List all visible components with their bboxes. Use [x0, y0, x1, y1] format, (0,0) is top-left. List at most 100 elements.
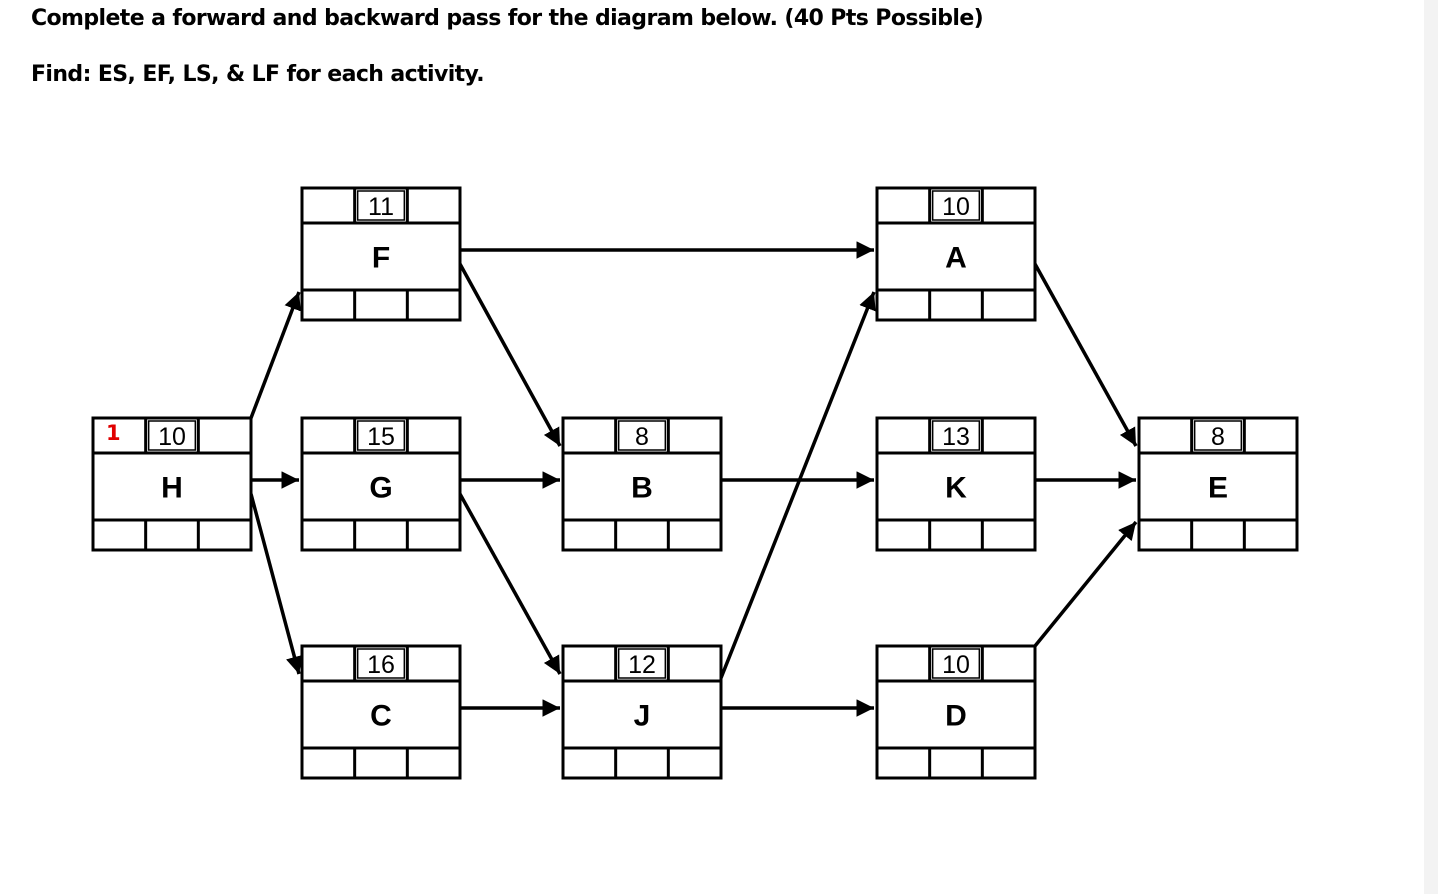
duration-cell [147, 420, 197, 451]
activity-node-d: 10D [875, 644, 1037, 780]
duration-cell [356, 190, 406, 221]
activity-name: F [372, 242, 390, 275]
activity-name: A [945, 242, 967, 275]
instruction-subtitle: Find: ES, EF, LS, & LF for each activity… [31, 62, 485, 87]
ls-slot-g[interactable] [304, 522, 353, 548]
activity-duration: 10 [942, 193, 970, 221]
slack-slot-j[interactable] [618, 750, 667, 776]
ls-slot-d[interactable] [879, 750, 928, 776]
activity-node-k: 13K [875, 416, 1037, 552]
activity-box [875, 186, 1037, 322]
lf-slot-f[interactable] [409, 292, 458, 318]
lf-slot-h[interactable] [200, 522, 249, 548]
activity-duration: 15 [367, 423, 395, 451]
edge-j-to-a [719, 291, 876, 679]
ls-slot-k[interactable] [879, 522, 928, 548]
instruction-title: Complete a forward and backward pass for… [31, 6, 984, 31]
activity-name: G [369, 472, 392, 505]
es-slot-j[interactable] [565, 648, 614, 679]
activity-name: J [634, 700, 651, 733]
edge-h-to-c [249, 493, 303, 675]
activity-node-e: 8E [1137, 416, 1299, 552]
lf-slot-d[interactable] [984, 750, 1033, 776]
slack-slot-f[interactable] [357, 292, 406, 318]
ef-slot-f[interactable] [409, 190, 458, 221]
ls-slot-e[interactable] [1141, 522, 1190, 548]
activity-name: D [945, 700, 967, 733]
ef-slot-e[interactable] [1246, 420, 1295, 451]
edge-f-to-b [458, 263, 562, 447]
ls-slot-a[interactable] [879, 292, 928, 318]
es-slot-g[interactable] [304, 420, 353, 451]
lf-slot-j[interactable] [670, 750, 719, 776]
activity-name: K [945, 472, 967, 505]
ef-slot-g[interactable] [409, 420, 458, 451]
ef-slot-j[interactable] [670, 648, 719, 679]
slack-slot-h[interactable] [148, 522, 197, 548]
activity-box [875, 416, 1037, 552]
activity-duration: 10 [158, 423, 186, 451]
es-slot-d[interactable] [879, 648, 928, 679]
lf-slot-k[interactable] [984, 522, 1033, 548]
activity-node-a: 10A [875, 186, 1037, 322]
ls-slot-c[interactable] [304, 750, 353, 776]
activity-node-h: 10H [91, 416, 253, 552]
activity-name: B [631, 472, 653, 505]
es-slot-c[interactable] [304, 648, 353, 679]
activity-duration: 13 [942, 423, 970, 451]
activity-node-j: 12J [561, 644, 723, 780]
activity-name: H [161, 472, 183, 505]
activity-node-b: 8B [561, 416, 723, 552]
slack-slot-k[interactable] [932, 522, 981, 548]
es-slot-e[interactable] [1141, 420, 1190, 451]
slack-slot-c[interactable] [357, 750, 406, 776]
activity-box [91, 416, 253, 552]
duration-cell [617, 420, 667, 451]
activity-box [561, 416, 723, 552]
activity-box [300, 186, 462, 322]
ef-slot-k[interactable] [984, 420, 1033, 451]
activity-box [875, 644, 1037, 780]
duration-cell [931, 420, 981, 451]
ls-slot-h[interactable] [95, 522, 144, 548]
es-slot-a[interactable] [879, 190, 928, 221]
annotation-number: 1 [106, 421, 121, 445]
activity-duration: 16 [367, 651, 395, 679]
slack-slot-a[interactable] [932, 292, 981, 318]
activity-duration: 12 [628, 651, 656, 679]
edge-h-to-f [249, 291, 301, 419]
es-slot-b[interactable] [565, 420, 614, 451]
lf-slot-g[interactable] [409, 522, 458, 548]
lf-slot-a[interactable] [984, 292, 1033, 318]
slack-slot-e[interactable] [1194, 522, 1243, 548]
ef-slot-d[interactable] [984, 648, 1033, 679]
activity-duration: 11 [368, 193, 394, 221]
activity-duration: 8 [635, 423, 649, 451]
ef-slot-b[interactable] [670, 420, 719, 451]
duration-cell [356, 648, 406, 679]
activity-box [1137, 416, 1299, 552]
lf-slot-e[interactable] [1246, 522, 1295, 548]
es-slot-k[interactable] [879, 420, 928, 451]
edge-a-to-e [1033, 263, 1138, 447]
ls-slot-j[interactable] [565, 750, 614, 776]
edge-d-to-e [1033, 520, 1138, 648]
activity-name: E [1208, 472, 1228, 505]
lf-slot-c[interactable] [409, 750, 458, 776]
slack-slot-b[interactable] [618, 522, 667, 548]
ef-slot-h[interactable] [200, 420, 249, 451]
lf-slot-b[interactable] [670, 522, 719, 548]
slack-slot-d[interactable] [932, 750, 981, 776]
ls-slot-f[interactable] [304, 292, 353, 318]
ef-slot-a[interactable] [984, 190, 1033, 221]
duration-cell [1193, 420, 1243, 451]
es-slot-f[interactable] [304, 190, 353, 221]
activity-node-g: 15G [300, 416, 462, 552]
ls-slot-b[interactable] [565, 522, 614, 548]
slack-slot-g[interactable] [357, 522, 406, 548]
activity-node-c: 16C [300, 644, 462, 780]
duration-cell [617, 648, 667, 679]
ef-slot-c[interactable] [409, 648, 458, 679]
duration-cell [931, 190, 981, 221]
